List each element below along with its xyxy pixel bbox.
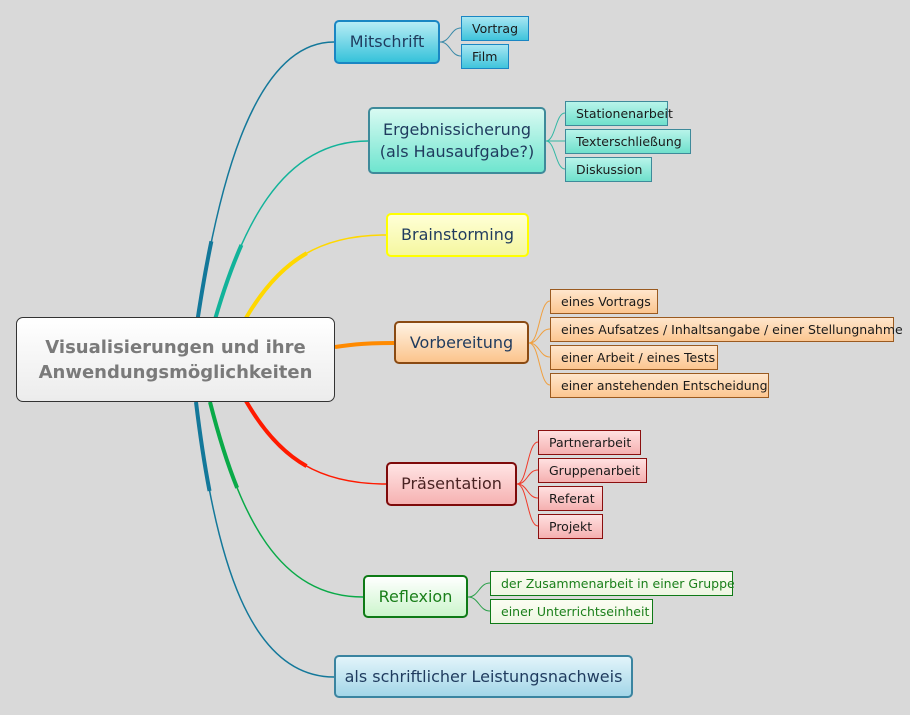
subtopic-label: Texterschließung bbox=[576, 134, 682, 149]
subtopic[interactable]: Projekt bbox=[538, 514, 603, 539]
subtopic-label: einer anstehenden Entscheidung bbox=[561, 378, 768, 393]
connector-reflexion bbox=[209, 401, 364, 598]
connector-sub-mitschrift bbox=[439, 27, 462, 43]
connector-brainstorming-base bbox=[244, 233, 387, 320]
topic-reflexion[interactable]: Reflexion bbox=[363, 575, 468, 618]
topic-brainstorming[interactable]: Brainstorming bbox=[386, 213, 529, 257]
connector-sub-reflexion bbox=[467, 596, 491, 612]
central-topic[interactable]: Visualisierungen und ihre Anwendungsmögl… bbox=[16, 317, 335, 402]
subtopic[interactable]: Diskussion bbox=[565, 157, 652, 182]
subtopic-label: Stationenarbeit bbox=[576, 106, 673, 121]
central-topic-line2: Anwendungsmöglichkeiten bbox=[38, 361, 313, 383]
connector-vorbereitung-base bbox=[334, 341, 395, 349]
subtopic[interactable]: eines Vortrags bbox=[550, 289, 658, 314]
subtopic[interactable]: Texterschließung bbox=[565, 129, 691, 154]
topic-ergebnissicherung[interactable]: Ergebnissicherung (als Hausaufgabe?) bbox=[368, 107, 546, 174]
connector-sub-praesentation bbox=[516, 441, 539, 485]
topic-label: als schriftlicher Leistungsnachweis bbox=[344, 666, 623, 686]
connector-leistungsnachweis-base bbox=[194, 401, 335, 679]
subtopic[interactable]: einer anstehenden Entscheidung bbox=[550, 373, 769, 398]
subtopic[interactable]: einer Unterrichtseinheit bbox=[490, 599, 653, 624]
topic-label: Vorbereitung bbox=[409, 332, 514, 352]
connector-reflexion-base bbox=[208, 401, 364, 599]
subtopic-label: Gruppenarbeit bbox=[549, 463, 641, 478]
subtopic[interactable]: Referat bbox=[538, 486, 603, 511]
subtopic-label: Referat bbox=[549, 491, 595, 506]
subtopic[interactable]: eines Aufsatzes / Inhaltsangabe / einer … bbox=[550, 317, 903, 342]
topic-label: Präsentation bbox=[401, 474, 502, 493]
topic-label: Brainstorming bbox=[401, 225, 514, 244]
connector-leistungsnachweis bbox=[195, 401, 335, 678]
subtopic-label: eines Vortrags bbox=[561, 294, 651, 309]
topic-mitschrift[interactable]: Mitschrift bbox=[334, 20, 440, 64]
connector-praesentation bbox=[245, 400, 387, 485]
subtopic-label: Vortrag bbox=[472, 21, 519, 36]
topic-label-line1: Ergebnissicherung bbox=[382, 119, 532, 139]
subtopic[interactable]: einer Arbeit / eines Tests bbox=[550, 345, 718, 370]
connector-praesentation-base bbox=[244, 400, 387, 486]
connector-brainstorming bbox=[245, 234, 387, 319]
connector-mitschrift bbox=[195, 41, 335, 331]
connector-sub-ergebnissicherung bbox=[545, 140, 566, 170]
connector-sub-vorbereitung bbox=[528, 342, 551, 386]
subtopic[interactable]: Stationenarbeit bbox=[565, 101, 673, 126]
topic-vorbereitung[interactable]: Vorbereitung bbox=[394, 321, 529, 364]
topic-label: Mitschrift bbox=[349, 32, 425, 51]
connector-sub-mitschrift bbox=[439, 41, 462, 57]
connector-sub-praesentation bbox=[516, 483, 539, 527]
connector-sub-vorbereitung bbox=[528, 300, 551, 344]
connector-sub-praesentation bbox=[516, 469, 539, 485]
subtopic-label: Partnerarbeit bbox=[549, 435, 632, 450]
subtopic[interactable]: Vortrag bbox=[461, 16, 529, 41]
connector-mitschrift-base bbox=[194, 40, 335, 331]
subtopic-label: eines Aufsatzes / Inhaltsangabe / einer … bbox=[561, 322, 903, 337]
subtopic-label: einer Unterrichtseinheit bbox=[501, 604, 650, 619]
connector-ergebnissicherung bbox=[211, 140, 369, 331]
topic-label: Reflexion bbox=[378, 586, 453, 606]
topic-praesentation[interactable]: Präsentation bbox=[386, 462, 517, 506]
subtopic[interactable]: Film bbox=[461, 44, 509, 69]
connector-sub-reflexion bbox=[467, 582, 491, 598]
subtopic-label: Film bbox=[472, 49, 498, 64]
topic-label-line2: (als Hausaufgabe?) bbox=[379, 141, 535, 161]
subtopic-label: der Zusammenarbeit in einer Gruppe bbox=[501, 576, 735, 591]
connector-ergebnissicherung-base bbox=[210, 139, 369, 331]
connector-sub-ergebnissicherung bbox=[545, 112, 566, 142]
topic-leistungsnachweis[interactable]: als schriftlicher Leistungsnachweis bbox=[334, 655, 633, 698]
central-topic-line1: Visualisierungen und ihre bbox=[45, 336, 306, 358]
subtopic-label: Diskussion bbox=[576, 162, 643, 177]
connector-sub-vorbereitung bbox=[528, 328, 551, 344]
subtopic-label: Projekt bbox=[549, 519, 593, 534]
subtopic[interactable]: Gruppenarbeit bbox=[538, 458, 647, 483]
subtopic[interactable]: Partnerarbeit bbox=[538, 430, 641, 455]
subtopic[interactable]: der Zusammenarbeit in einer Gruppe bbox=[490, 571, 735, 596]
subtopic-label: einer Arbeit / eines Tests bbox=[561, 350, 716, 365]
